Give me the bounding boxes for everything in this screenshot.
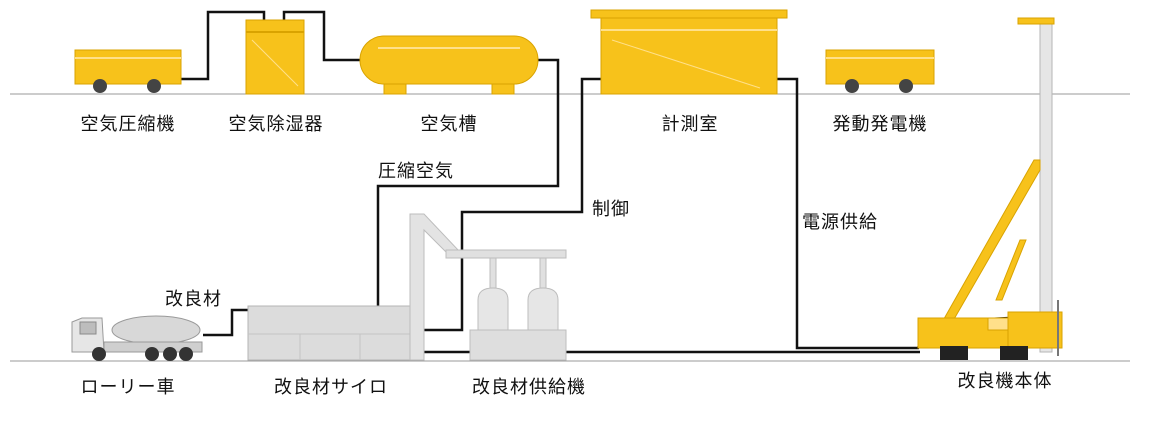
air-dehumidifier	[245, 19, 305, 95]
lorry-truck	[71, 315, 203, 361]
label-silo: 改良材サイロ	[274, 377, 388, 398]
label-compressed-air: 圧縮空気	[378, 161, 454, 182]
label-generator: 発動発電機	[832, 114, 928, 135]
main-machine	[917, 17, 1063, 360]
label-power-supply: 電源供給	[802, 212, 878, 233]
label-lorry: ローリー車	[80, 377, 176, 398]
measurement-room	[590, 9, 788, 95]
label-compressor: 空気圧縮機	[80, 114, 176, 135]
label-main-machine: 改良機本体	[957, 371, 1053, 392]
air-tank	[359, 35, 539, 95]
connection-lines	[181, 10, 1049, 354]
label-control: 制御	[592, 199, 630, 220]
generator	[825, 49, 935, 93]
material-feeder	[445, 249, 567, 361]
label-air-tank: 空気槽	[420, 114, 478, 135]
air-compressor	[74, 49, 182, 93]
label-feeder: 改良材供給機	[472, 377, 586, 398]
material-silo	[247, 213, 461, 361]
label-dehumidifier: 空気除湿器	[228, 114, 324, 135]
label-material: 改良材	[165, 289, 222, 310]
label-measurement-room: 計測室	[661, 114, 719, 135]
